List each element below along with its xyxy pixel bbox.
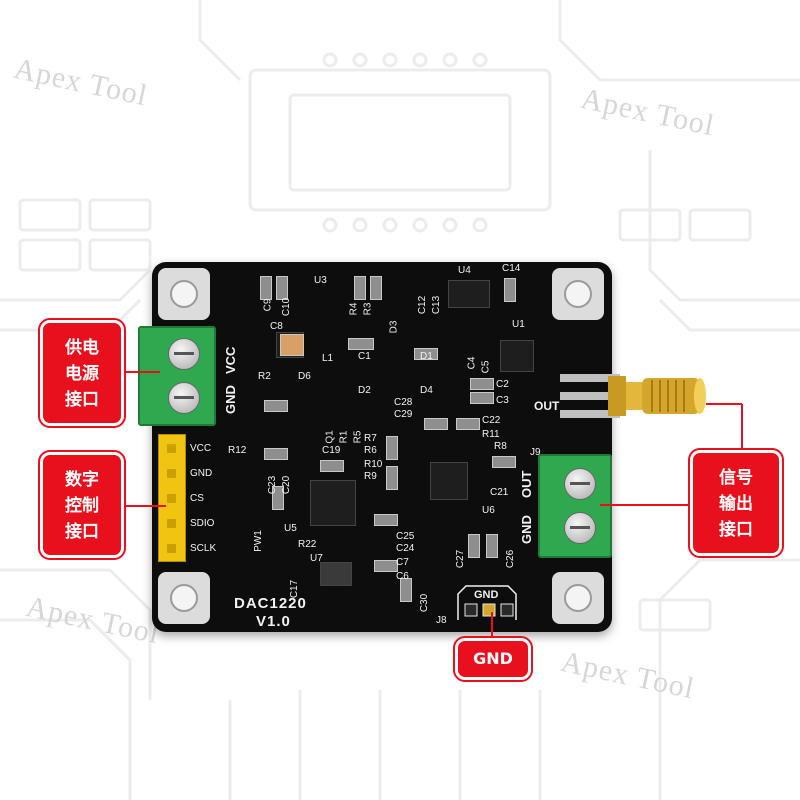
component-ref: R12 (228, 445, 247, 456)
mounting-hole (552, 572, 604, 624)
smd-part (320, 460, 344, 472)
component-ref: C2 (496, 379, 509, 390)
component-ref: C8 (270, 321, 283, 332)
smd-part (264, 400, 288, 412)
signal-label-line: 输出 (719, 494, 753, 514)
power-label-line: 供电 (65, 338, 99, 358)
smd-part (374, 514, 398, 526)
mounting-hole (158, 572, 210, 624)
u1-regulator-chip (500, 340, 534, 372)
u4-regulator-chip (448, 280, 490, 308)
component-ref: U7 (310, 553, 323, 564)
component-ref: R11 (482, 429, 500, 440)
smd-part (470, 378, 494, 390)
board-version: V1.0 (256, 613, 291, 630)
component-ref: C28 (394, 397, 413, 408)
sma-connector (560, 374, 706, 418)
power-label-line: 电源 (65, 364, 99, 384)
power-label-line: 接口 (65, 390, 99, 410)
component-ref: D6 (298, 371, 311, 382)
header-pin-label: SDIO (190, 518, 215, 529)
component-ref: C3 (496, 395, 509, 406)
component-ref: R6 (364, 445, 377, 456)
smd-part (400, 578, 412, 602)
digital-pin-header (158, 434, 186, 562)
component-ref: D4 (420, 385, 433, 396)
u7-crystal (320, 562, 352, 586)
digital-label-line: 控制 (65, 496, 99, 516)
component-ref: U4 (458, 265, 471, 276)
signal-output-label: 信号 输出 接口 (688, 448, 784, 558)
component-ref: C22 (482, 415, 501, 426)
gnd-pad-ref: J8 (436, 615, 447, 626)
component-ref: U5 (284, 523, 297, 534)
component-ref: C6 (396, 571, 409, 582)
terminal-screw (564, 468, 596, 500)
smd-part (272, 486, 284, 510)
power-input-label: 供电 电源 接口 (38, 318, 126, 428)
smd-part (386, 436, 398, 460)
header-pin-label: SCLK (190, 543, 217, 554)
header-pin-label: CS (190, 493, 204, 504)
component-ref: R22 (298, 539, 317, 550)
component-ref: C25 (396, 531, 415, 542)
smd-part (468, 534, 480, 558)
u6-opamp-chip (430, 462, 468, 500)
component-ref: C19 (322, 445, 341, 456)
component-ref: D1 (420, 351, 433, 362)
component-ref: U1 (512, 319, 525, 330)
c8-capacitor (280, 334, 304, 356)
smd-part (370, 276, 382, 300)
header-pin-label: VCC (190, 443, 212, 454)
component-ref: C14 (502, 263, 521, 274)
terminal-screw (168, 382, 200, 414)
component-ref: C29 (394, 409, 413, 420)
smd-part (260, 276, 272, 300)
smd-part (386, 466, 398, 490)
component-ref: R8 (494, 441, 507, 452)
dac1220-pcb-board: VCC GND CS SDIO SCLK VCC GND OUT GND OUT… (138, 262, 706, 632)
smd-part (374, 560, 398, 572)
mounting-hole (158, 268, 210, 320)
smd-part (486, 534, 498, 558)
component-ref: D2 (358, 385, 371, 396)
smd-part (470, 392, 494, 404)
component-ref: R9 (364, 471, 377, 482)
smd-part (424, 418, 448, 430)
terminal-screw (168, 338, 200, 370)
gnd-pad-label: GND (474, 589, 499, 601)
smd-part (354, 276, 366, 300)
component-ref: J9 (530, 447, 541, 458)
board-name: DAC1220 (234, 595, 307, 612)
digital-label-line: 接口 (65, 522, 99, 542)
signal-label-line: 信号 (719, 468, 753, 488)
component-ref: C24 (396, 543, 415, 554)
component-ref: C21 (490, 487, 509, 498)
signal-label-line: 接口 (719, 520, 753, 540)
component-ref: C1 (358, 351, 371, 362)
gnd-label: GND (453, 636, 533, 682)
smd-part (348, 338, 374, 350)
smd-part (504, 278, 516, 302)
smd-part (492, 456, 516, 468)
smd-part (264, 448, 288, 460)
component-ref: U6 (482, 505, 495, 516)
component-ref: C7 (396, 557, 409, 568)
u5-dac-chip (310, 480, 356, 526)
header-pin-label: GND (190, 468, 213, 479)
digital-control-label: 数字 控制 接口 (38, 450, 126, 560)
component-ref: U3 (314, 275, 327, 286)
smd-part (456, 418, 480, 430)
sma-out-label: OUT (534, 399, 560, 413)
smd-part (276, 276, 288, 300)
digital-label-line: 数字 (65, 470, 99, 490)
component-ref: R2 (258, 371, 271, 382)
component-ref: L1 (322, 353, 334, 364)
mounting-hole (552, 268, 604, 320)
terminal-screw (564, 512, 596, 544)
component-ref: R7 (364, 433, 377, 444)
smd-part (414, 348, 438, 360)
component-ref: R10 (364, 459, 383, 470)
